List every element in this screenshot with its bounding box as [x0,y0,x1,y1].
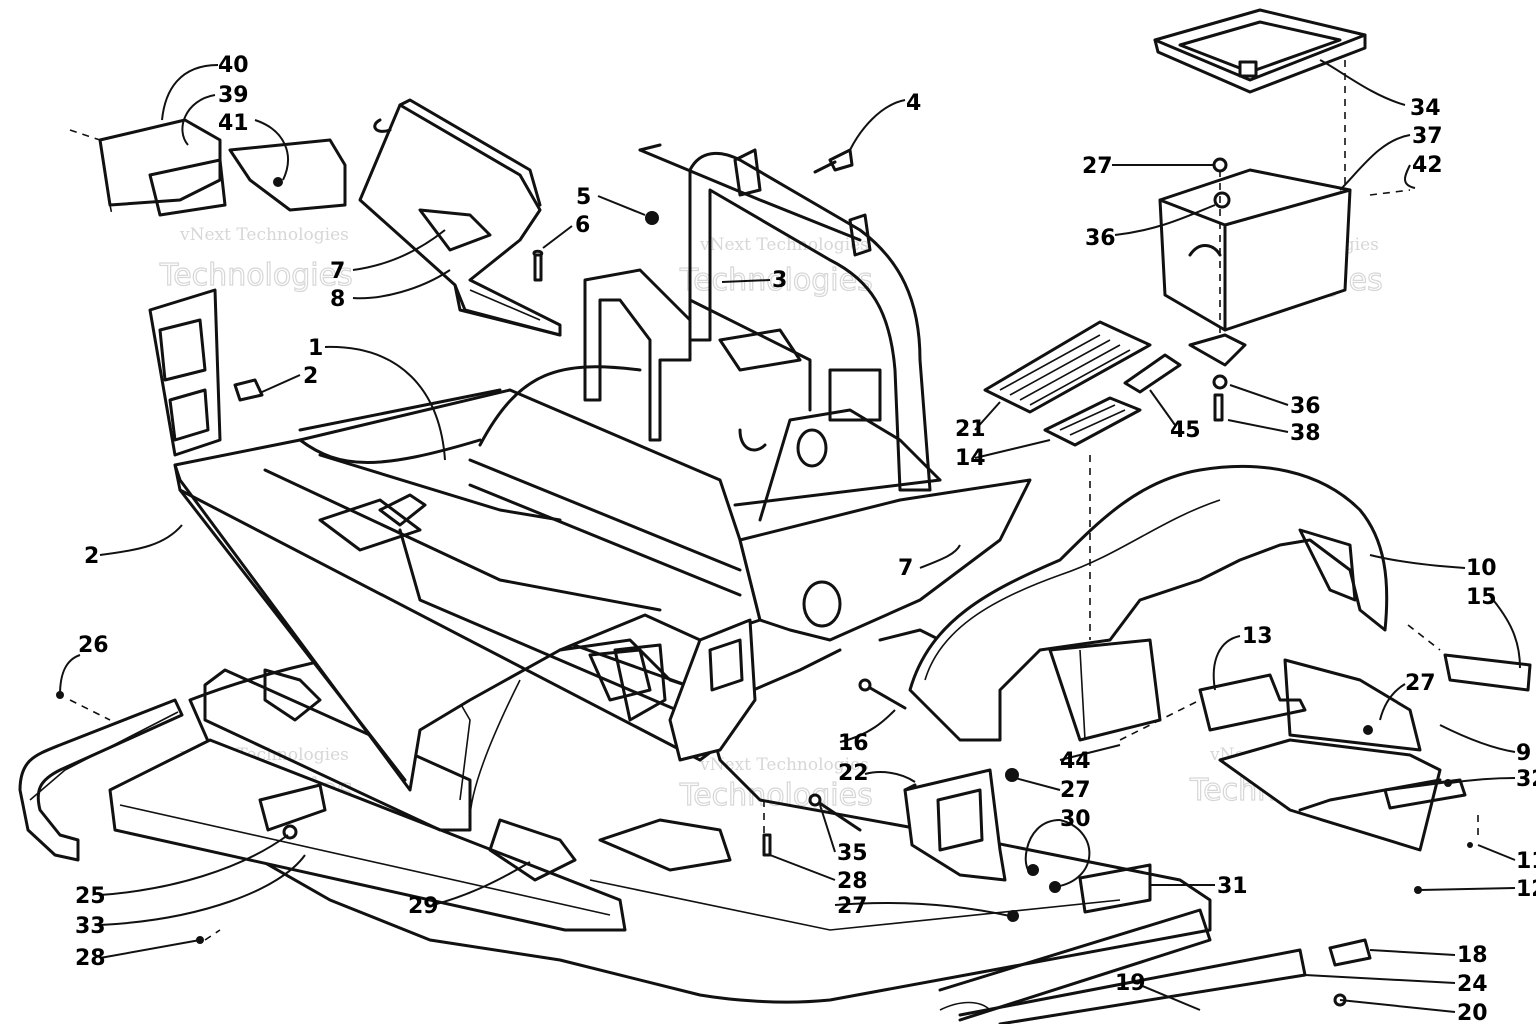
callout-number: 21 [955,417,986,442]
callout-number: 42 [1412,153,1443,178]
callout-number: 2 [303,364,318,389]
callout-number: 45 [1170,418,1201,443]
callout-number: 31 [1217,874,1248,899]
rear-step [1198,653,1532,852]
callout-number: 36 [1085,226,1116,251]
callout-number: 19 [1115,971,1146,996]
steering-post [583,143,932,492]
callout-number: 13 [1242,624,1273,649]
battery-lid [1153,8,1367,94]
info-decal [1123,353,1182,394]
callout-number: 37 [1412,124,1443,149]
callout-number: 28 [75,946,106,971]
callout-number: 27 [1082,154,1113,179]
callout-number: 20 [1457,1001,1488,1024]
callout-number: 18 [1457,943,1488,968]
callout-number: 33 [75,914,106,939]
callout-numbers: 40 39 41 4 34 37 42 27 36 5 6 7 8 3 1 2 … [75,53,1536,1024]
callout-number: 27 [837,894,868,919]
watermark-text: Technologies [159,258,353,293]
battery-box [1158,157,1352,422]
callout-number: 5 [576,185,591,210]
callout-number: 24 [1457,972,1488,997]
watermark-text: Technologies [679,778,873,813]
callout-number: 3 [772,268,787,293]
callout-number: 9 [1516,741,1531,766]
callout-number: 41 [218,111,249,136]
side-support [613,618,757,762]
running-board [18,698,184,862]
callout-number: 16 [838,731,869,756]
hinge-bracket [69,118,347,217]
callout-number: 15 [1466,585,1497,610]
callout-number: 27 [1060,778,1091,803]
callout-number: 34 [1410,96,1441,121]
callout-number: 12 [1516,877,1536,902]
watermark-text: vNext Technologies [699,755,869,775]
callout-number: 26 [78,633,109,658]
fuel-decal [983,320,1152,414]
callout-number: 32 [1516,767,1536,792]
callout-number: 25 [75,884,106,909]
callout-number: 40 [218,53,249,78]
callout-number: 22 [838,761,869,786]
callout-number: 14 [955,446,986,471]
battery-hold-down [903,768,1007,882]
callout-number: 44 [1060,749,1091,774]
callout-number: 29 [408,894,439,919]
callout-number: 4 [906,91,921,116]
callout-number: 6 [575,213,590,238]
callout-number: 39 [218,83,249,108]
front-bumper [108,668,627,932]
headlight-bracket [148,288,264,457]
callout-number: 35 [837,841,868,866]
watermark-text: vNext Technologies [179,225,349,245]
hood-bracket [358,98,562,337]
callout-number: 7 [330,259,345,284]
callout-number: 1 [308,336,323,361]
callout-number: 27 [1405,671,1436,696]
callout-number: 10 [1466,556,1497,581]
callout-number: 7 [898,556,913,581]
leader-lines [59,59,1521,1013]
callout-number: 8 [330,287,345,312]
callout-number: 38 [1290,421,1321,446]
warning-decal [1043,396,1142,447]
callout-number: 36 [1290,394,1321,419]
callout-number: 11 [1516,849,1536,874]
callout-number: 28 [837,869,868,894]
callout-number: 30 [1060,807,1091,832]
watermark-text: vNext Technologies [699,235,869,255]
callout-number: 2 [84,544,99,569]
